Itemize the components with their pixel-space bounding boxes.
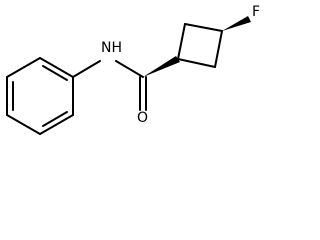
ring-bond-3 [39, 114, 74, 135]
phenyl-nitrogen-bond [72, 60, 101, 78]
wedge-bond-ring-fluorine [222, 16, 251, 31]
cyclobutane-bond-2 [184, 23, 223, 32]
cyclobutane-bond-4 [177, 58, 216, 68]
ring-double-bond-2 [42, 111, 68, 127]
fluorine-label: F [252, 4, 260, 20]
cyclobutane-bond-1 [177, 23, 186, 60]
cyclobutane-bond-3 [214, 30, 223, 68]
ring-bond-4 [6, 114, 41, 135]
nitrogen-carbonyl-bond [115, 60, 144, 78]
wedge-bond-carbonyl-ring [143, 56, 180, 77]
chemical-structure-diagram: NH O F [6, 4, 260, 135]
oxygen-label: O [137, 110, 148, 126]
ring-bond-1 [39, 57, 74, 78]
nitrogen-label: NH [101, 40, 122, 56]
ring-double-bond-1 [42, 65, 68, 81]
cyclobutane-ring [177, 23, 223, 68]
ring-bond-6 [6, 57, 41, 78]
benzene-ring [6, 57, 74, 135]
